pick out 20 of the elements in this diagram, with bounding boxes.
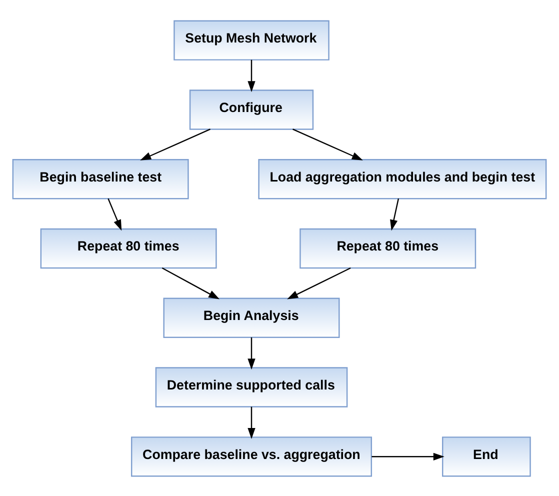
arrow — [292, 128, 363, 160]
arrow — [372, 452, 444, 460]
node-box: Repeat 80 times — [40, 228, 217, 268]
arrow — [248, 336, 256, 370]
arrow — [390, 198, 400, 230]
node-box: Determine supported calls — [155, 366, 348, 407]
node-box: End — [442, 436, 531, 476]
arrow — [108, 198, 122, 230]
arrow — [162, 266, 220, 299]
node-box: Begin baseline test — [12, 158, 189, 199]
node-box: Load aggregation modules and begin test — [258, 158, 547, 199]
node-box: Setup Mesh Network — [174, 20, 330, 60]
node-box: Repeat 80 times — [300, 228, 476, 268]
node-box: Configure — [189, 89, 314, 130]
arrow — [248, 59, 256, 92]
arrow — [287, 266, 351, 299]
arrow — [140, 128, 210, 160]
node-box: Compare baseline vs. aggregation — [131, 436, 372, 476]
arrow — [248, 406, 256, 438]
node-box: Begin Analysis — [163, 297, 340, 338]
